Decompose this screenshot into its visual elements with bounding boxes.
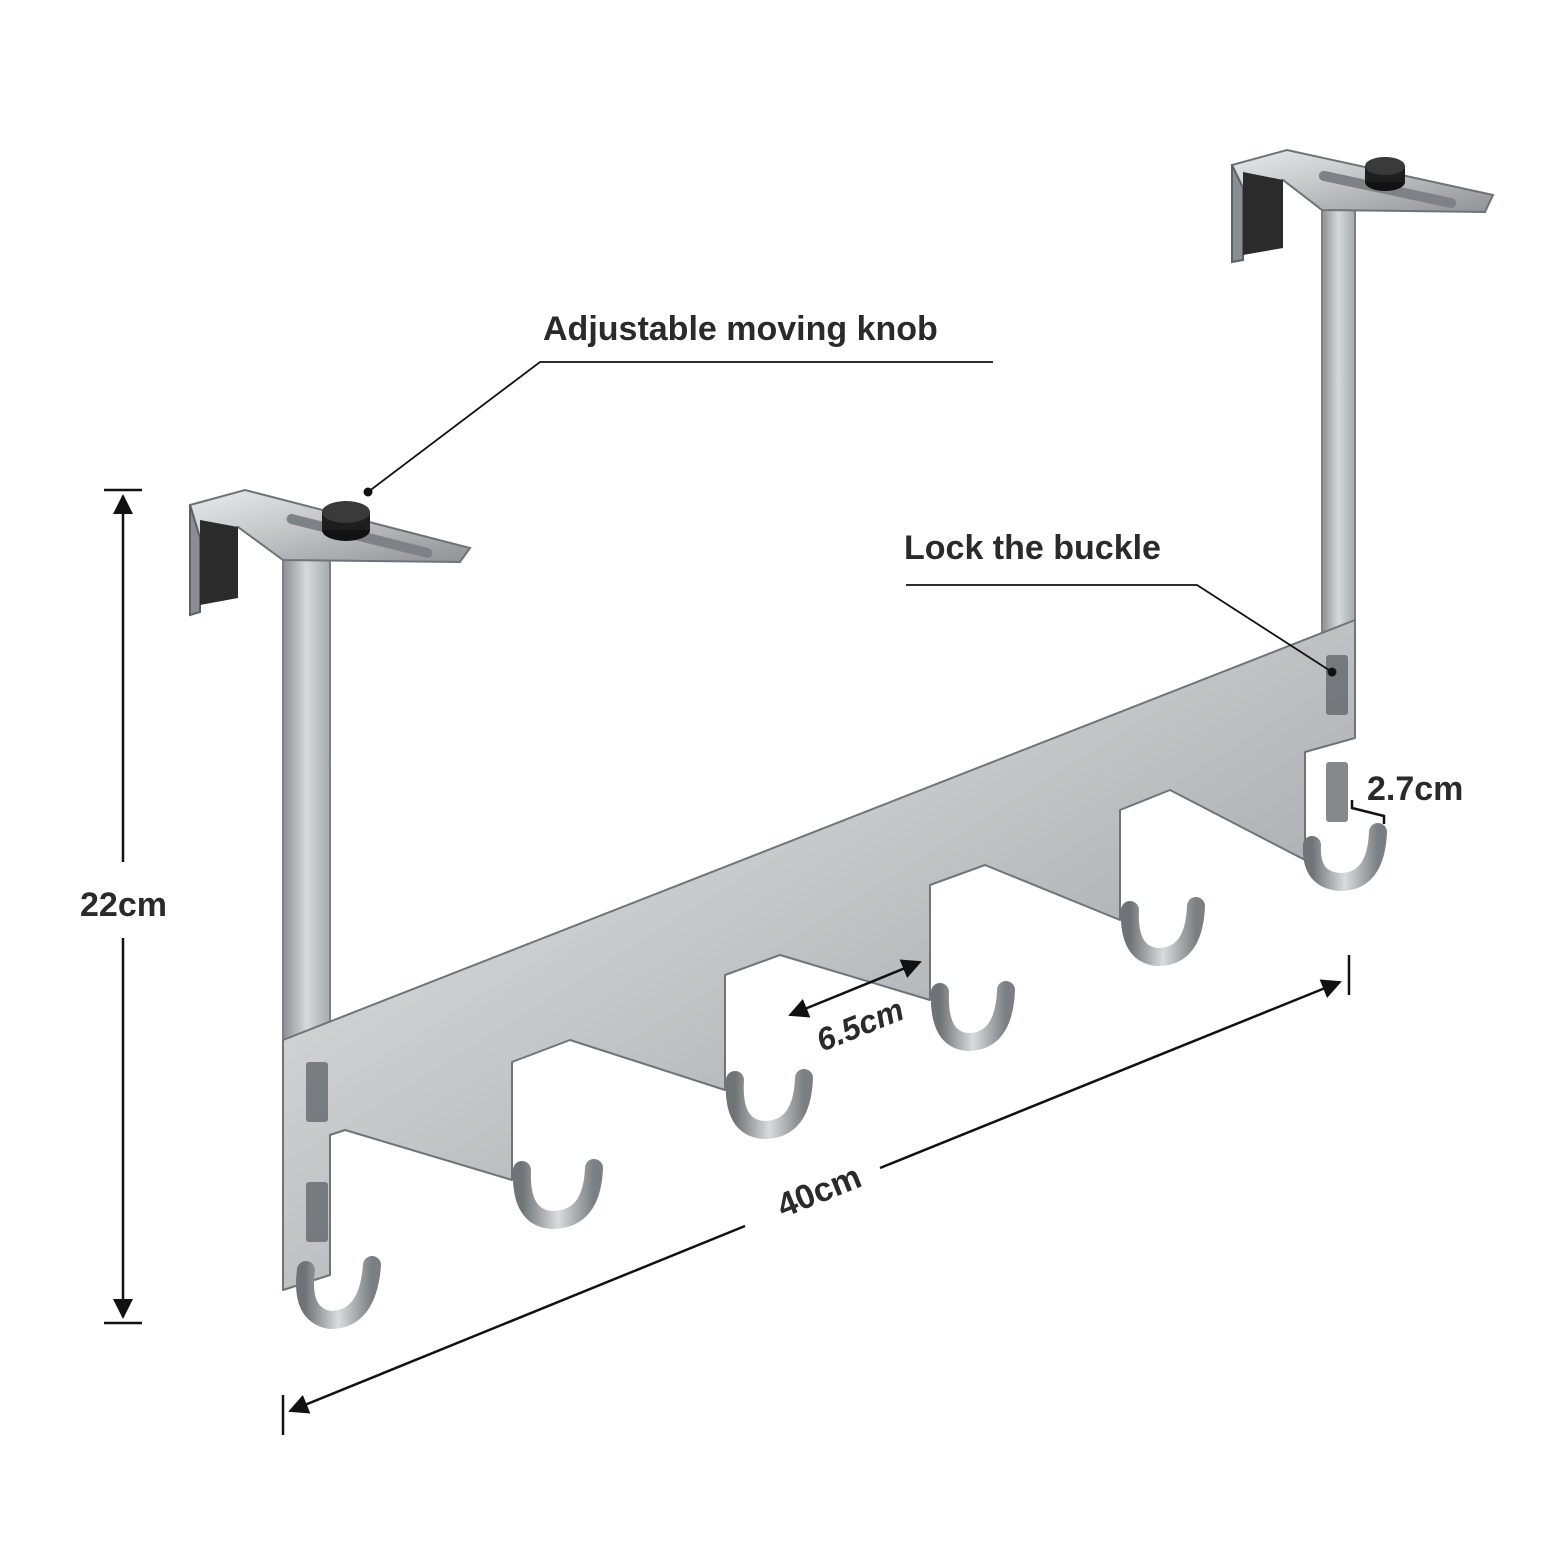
- right-bracket-pad: [1243, 172, 1283, 255]
- buckle-label: Lock the buckle: [904, 529, 1161, 567]
- spacing-dimension-line: [788, 959, 922, 1018]
- knob-leader-dot: [363, 487, 373, 497]
- hook-3: [725, 1069, 813, 1140]
- knob-leader-line: [367, 361, 993, 493]
- hooks: [296, 823, 1387, 1330]
- knob-label: Adjustable moving knob: [543, 310, 938, 348]
- left-bracket-pad: [200, 520, 238, 605]
- hook-1: [296, 1256, 381, 1330]
- right-adjustable-knob: [1365, 157, 1405, 191]
- height-dimension-label: 22cm: [80, 886, 167, 924]
- buckle-leader-line: [906, 584, 1333, 673]
- width-dimension-line-right: [879, 979, 1342, 1170]
- left-adjustable-knob: [322, 501, 370, 541]
- right-vertical-strap: [1321, 192, 1356, 647]
- hook-rack: [188, 148, 1495, 1330]
- hook-4: [930, 981, 1015, 1052]
- width-dimension-label: 40cm: [772, 1158, 867, 1226]
- depth-dimension-bracket: [1350, 800, 1386, 824]
- dimension-lines: [104, 361, 1386, 1435]
- width-dimension-line-left: [288, 1224, 746, 1414]
- depth-dimension-label: 2.7cm: [1367, 770, 1463, 808]
- hook-5: [1120, 897, 1205, 967]
- hook-6: [1302, 823, 1387, 892]
- left-vertical-strap: [282, 538, 331, 1052]
- buckle-leader-dot: [1327, 667, 1337, 677]
- hook-2: [512, 1159, 603, 1230]
- right-door-bracket: [1230, 148, 1495, 264]
- buckle-slots: [306, 655, 1348, 1242]
